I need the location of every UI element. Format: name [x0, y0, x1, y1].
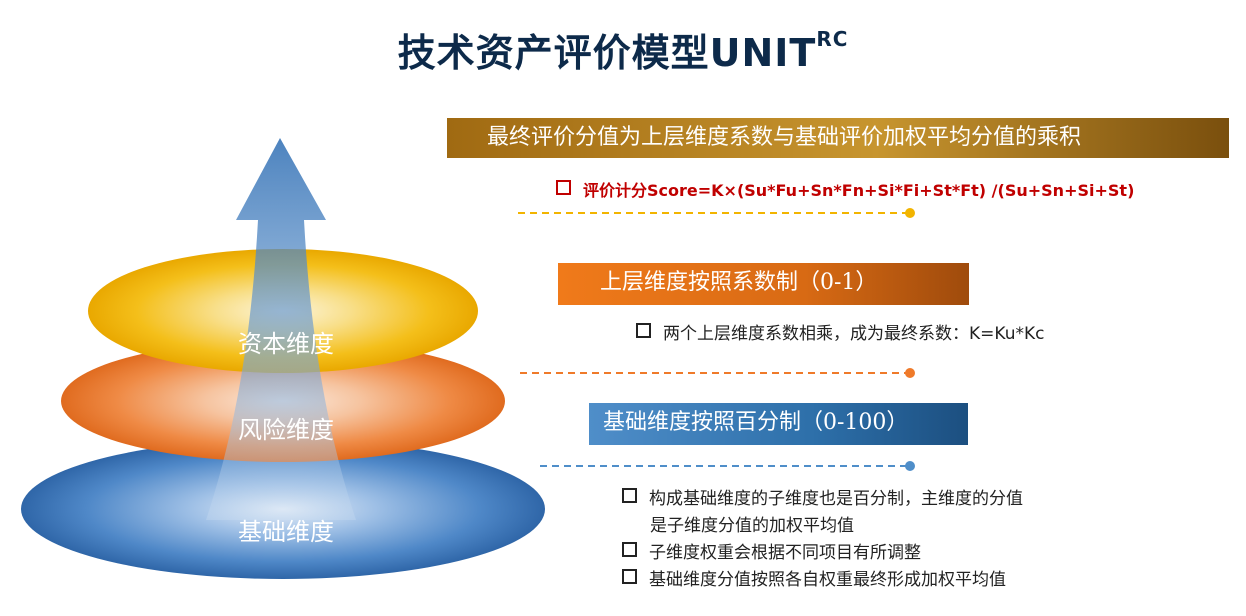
base-bullet-3-text: 基础维度分值按照各自权重最终形成加权平均值	[649, 570, 1006, 590]
title-main: 技术资产评价模型UNIT	[397, 31, 817, 75]
coefficient-bullet: 两个上层维度系数相乘，成为最终系数：K=Ku*Kc	[636, 319, 1044, 344]
checkbox-icon	[622, 542, 637, 557]
checkbox-icon	[622, 569, 637, 584]
risk-dimension-label: 风险维度	[238, 416, 334, 444]
checkbox-icon	[622, 488, 637, 503]
score-formula: 评价计分Score=K×(Su*Fu+Sn*Fn+Si*Fi+St*Ft) /(…	[556, 177, 1134, 201]
base-connector-dot	[905, 461, 915, 471]
title-superscript: RC	[816, 27, 849, 52]
basic-dimension-label: 基础维度	[238, 518, 334, 546]
top-connector-dot	[905, 208, 915, 218]
base-bullet-1-continuation: 是子维度分值的加权平均值	[650, 516, 854, 536]
score-formula-text: 评价计分Score=K×(Su*Fu+Sn*Fn+Si*Fi+St*Ft) /(…	[583, 181, 1135, 200]
checkbox-icon	[556, 180, 571, 195]
upper-dimension-banner: 上层维度按照系数制（0-1）	[558, 263, 969, 305]
base-dimension-banner: 基础维度按照百分制（0-100）	[589, 403, 968, 445]
upward-arrow-icon	[206, 138, 356, 520]
base-bullet-2-text: 子维度权重会根据不同项目有所调整	[649, 543, 921, 563]
coefficient-bullet-text: 两个上层维度系数相乘，成为最终系数：K=Ku*Kc	[663, 324, 1045, 344]
base-bullet-1-text: 构成基础维度的子维度也是百分制，主维度的分值	[649, 489, 1023, 509]
page-title: 技术资产评价模型UNITRC	[0, 22, 1246, 77]
final-score-banner: 最终评价分值为上层维度系数与基础评价加权平均分值的乘积	[447, 118, 1229, 158]
base-bullet-2: 子维度权重会根据不同项目有所调整	[622, 538, 921, 563]
base-bullet-1: 构成基础维度的子维度也是百分制，主维度的分值	[622, 484, 1023, 509]
capital-dimension-label: 资本维度	[238, 330, 334, 358]
checkbox-icon	[636, 323, 651, 338]
base-bullet-3: 基础维度分值按照各自权重最终形成加权平均值	[622, 565, 1006, 590]
middle-connector-dot	[905, 368, 915, 378]
